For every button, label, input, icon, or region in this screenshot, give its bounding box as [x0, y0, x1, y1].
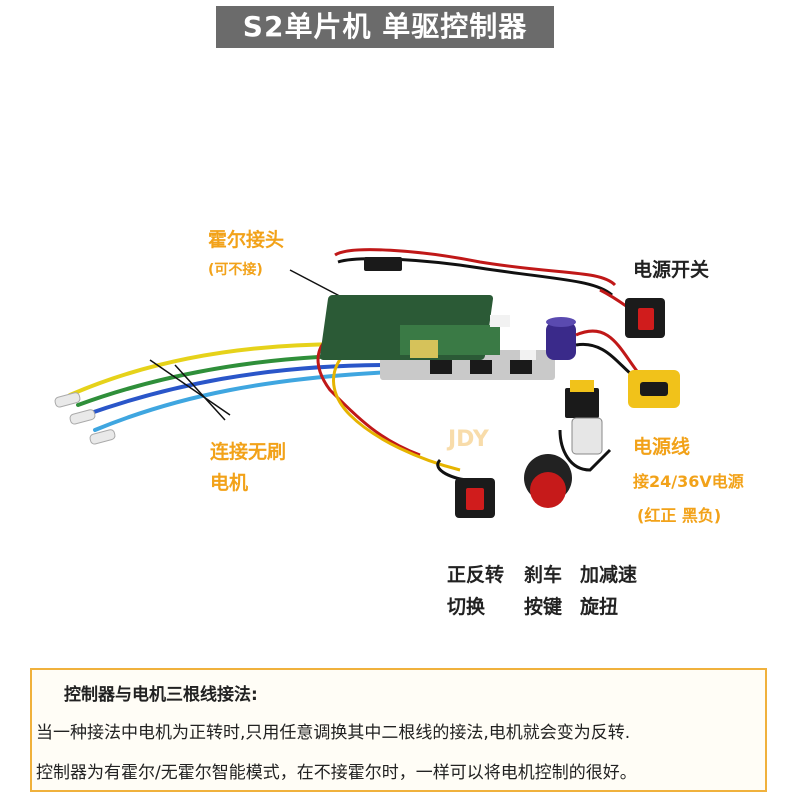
hall-optional-label: (可不接) [208, 262, 263, 278]
controller-board [319, 295, 555, 380]
power-spec-label: 接24/36V电源 [633, 472, 744, 491]
brake-label-1: 刹车 [524, 564, 563, 586]
power-switch-label: 电源开关 [633, 259, 710, 281]
motor-connectors [54, 392, 116, 445]
connect-motor-label-2: 电机 [210, 472, 249, 494]
note-title: 控制器与电机三根线接法: [64, 685, 258, 705]
power-line-label: 电源线 [633, 436, 691, 458]
fwd-rev-label-1: 正反转 [447, 564, 505, 586]
hall-connector [364, 257, 402, 271]
speed-label-1: 加减速 [580, 564, 638, 586]
title-banner: S2单片机 单驱控制器 [216, 6, 554, 48]
capacitor [546, 317, 576, 360]
power-switch-device [625, 298, 665, 338]
watermark-text: JDY [446, 427, 490, 452]
speed-label-2: 旋扭 [580, 596, 619, 618]
wiring-note-box: 控制器与电机三根线接法: 当一种接法中电机为正转时,只用任意调换其中二根线的接法… [30, 668, 767, 792]
connect-motor-label-1: 连接无刷 [210, 441, 287, 463]
xt60-connector [628, 370, 680, 408]
hall-connector-label: 霍尔接头 [208, 229, 285, 251]
note-line-1: 当一种接法中电机为正转时,只用任意调换其中二根线的接法,电机就会变为反转. [36, 723, 631, 743]
power-polarity-label: (红正 黑负) [637, 506, 722, 525]
brake-label-2: 按键 [524, 596, 563, 618]
fwd-rev-label-2: 切换 [447, 596, 486, 618]
brake-button-device [524, 454, 572, 508]
page-title: S2单片机 单驱控制器 [242, 10, 528, 43]
note-line-2: 控制器为有霍尔/无霍尔智能模式，在不接霍尔时，一样可以将电机控制的很好。 [36, 763, 637, 783]
forward-reverse-switch-device [436, 458, 495, 518]
speed-knob-device [558, 380, 612, 472]
